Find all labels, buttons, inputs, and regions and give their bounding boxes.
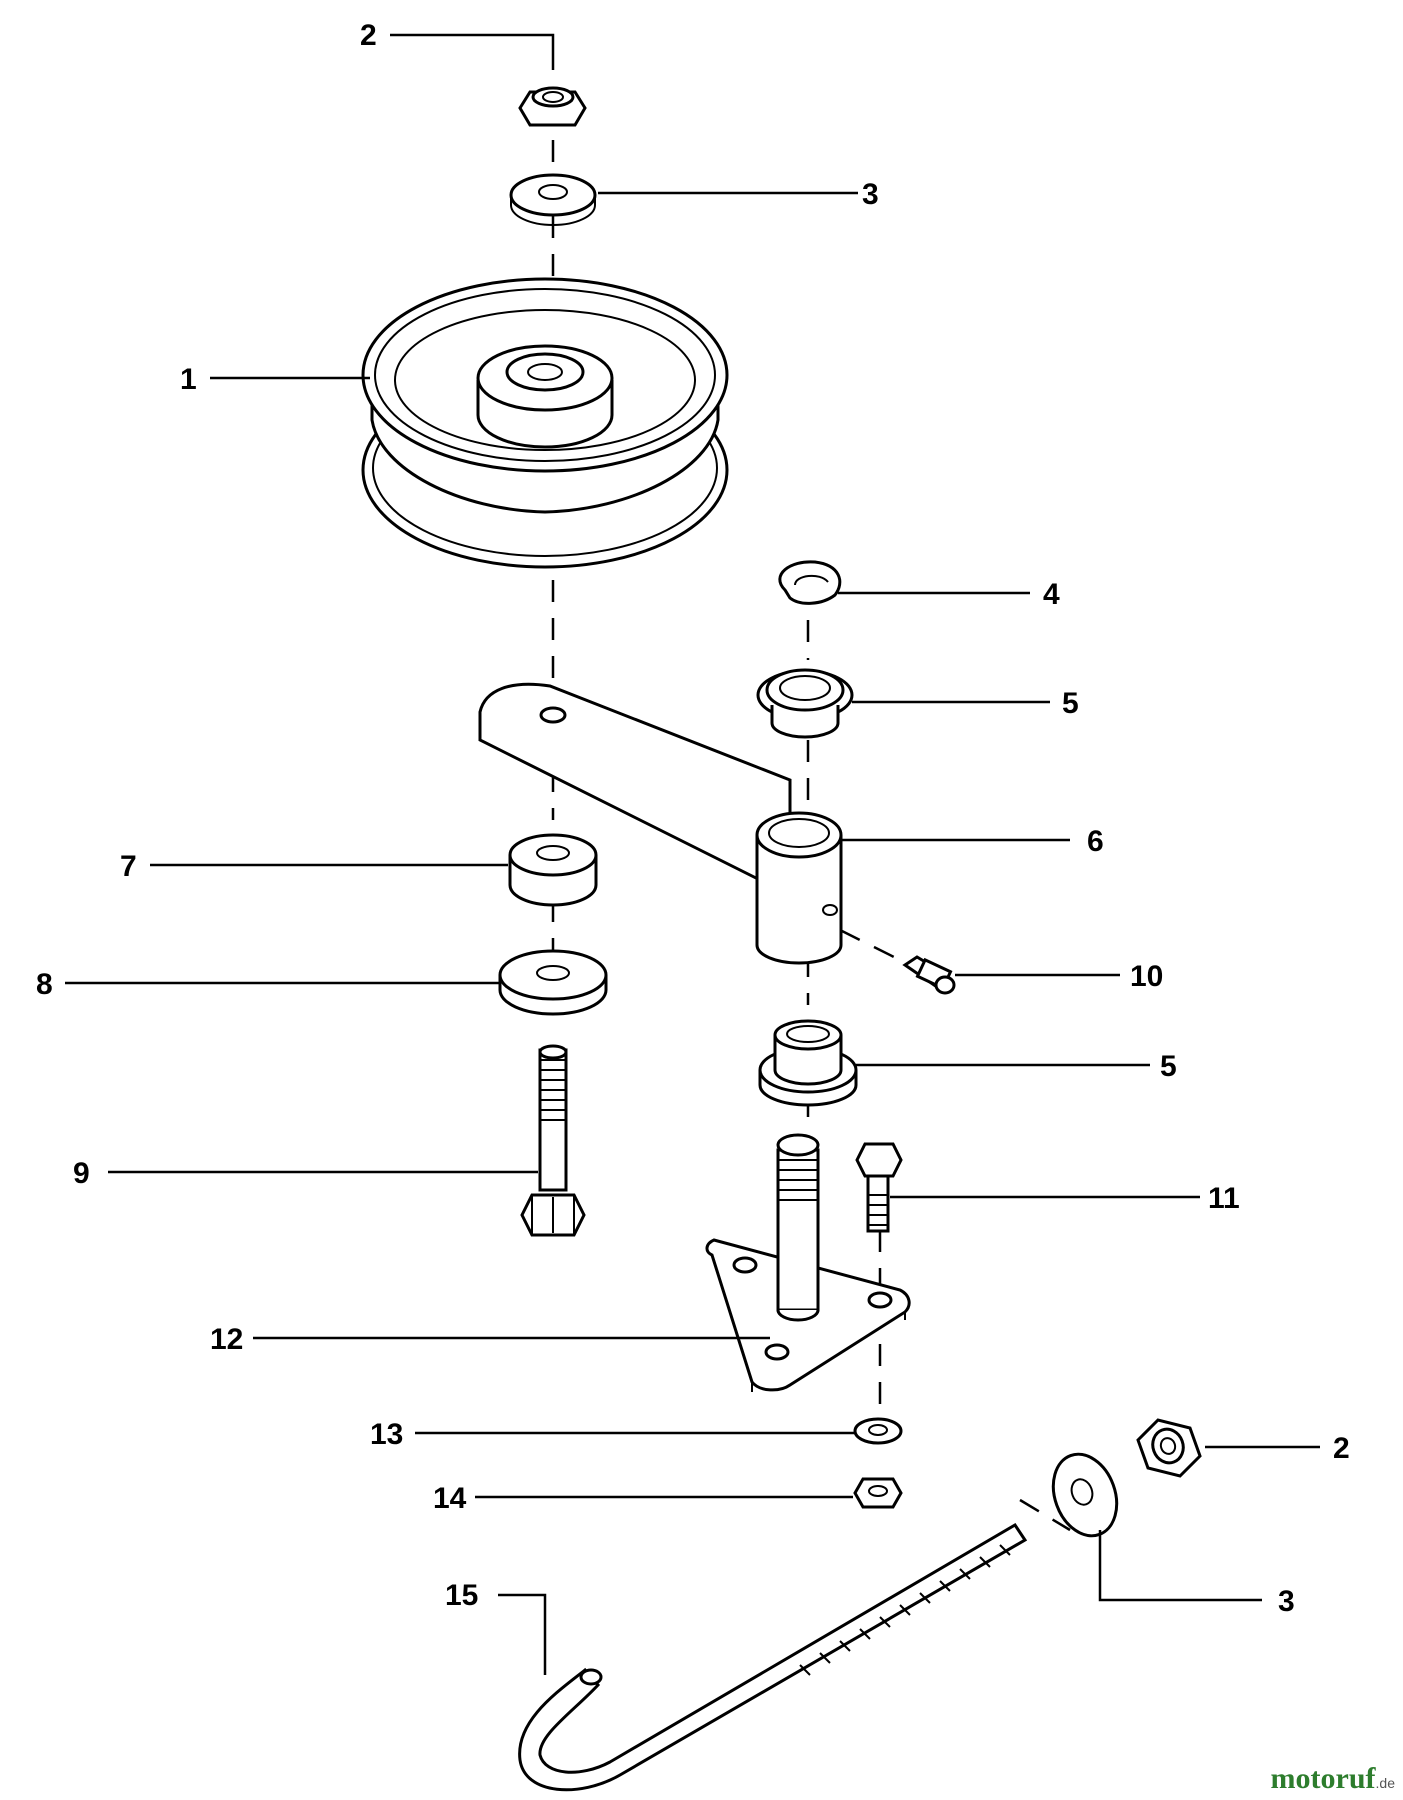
callout-13: 13 <box>370 1418 403 1451</box>
site-watermark: motoruf.de <box>1271 1762 1395 1796</box>
spacer <box>508 833 598 907</box>
callout-8: 8 <box>36 968 53 1001</box>
callout-numbers: 2 3 1 4 5 6 7 8 10 5 9 11 12 13 14 2 15 … <box>36 19 1350 1618</box>
watermark-tld: .de <box>1375 1775 1395 1791</box>
hex-bolt-small <box>855 1142 903 1233</box>
callout-12: 12 <box>210 1323 243 1356</box>
callout-9: 9 <box>73 1157 90 1190</box>
hex-bolt-shoulder <box>520 1044 586 1237</box>
flange-bushing-bottom <box>758 1019 858 1107</box>
retaining-ring <box>778 560 842 605</box>
callout-4: 4 <box>1043 578 1060 611</box>
hex-nut-bottom <box>1136 1418 1202 1478</box>
hex-nut-top <box>518 86 587 127</box>
callout-14: 14 <box>433 1482 467 1515</box>
grease-fitting <box>902 955 956 995</box>
washer-thick <box>498 949 608 1016</box>
callout-2-top: 2 <box>360 19 377 52</box>
callout-6: 6 <box>1087 825 1104 858</box>
callout-10: 10 <box>1130 960 1163 993</box>
callout-2-bottom: 2 <box>1333 1432 1350 1465</box>
washer-top <box>509 173 597 226</box>
idler-pulley <box>361 277 729 569</box>
watermark-brand: motoruf <box>1270 1762 1376 1795</box>
idler-arm <box>478 682 843 965</box>
leader-lines <box>65 33 1320 1675</box>
washer-bottom <box>1051 1452 1119 1538</box>
callout-1: 1 <box>180 363 197 396</box>
callout-3-bottom: 3 <box>1278 1585 1295 1618</box>
hex-nut-small <box>853 1477 903 1509</box>
pivot-mount-plate <box>705 1133 911 1392</box>
callout-7: 7 <box>120 850 137 883</box>
lock-washer <box>853 1417 903 1445</box>
flange-bushing-top <box>756 668 854 739</box>
callout-5-top: 5 <box>1062 687 1079 720</box>
callout-5-bottom: 5 <box>1160 1050 1177 1083</box>
callout-15: 15 <box>445 1579 478 1612</box>
j-hook-rod <box>518 1522 1028 1792</box>
callout-11: 11 <box>1208 1182 1240 1215</box>
callout-3-top: 3 <box>862 178 879 211</box>
